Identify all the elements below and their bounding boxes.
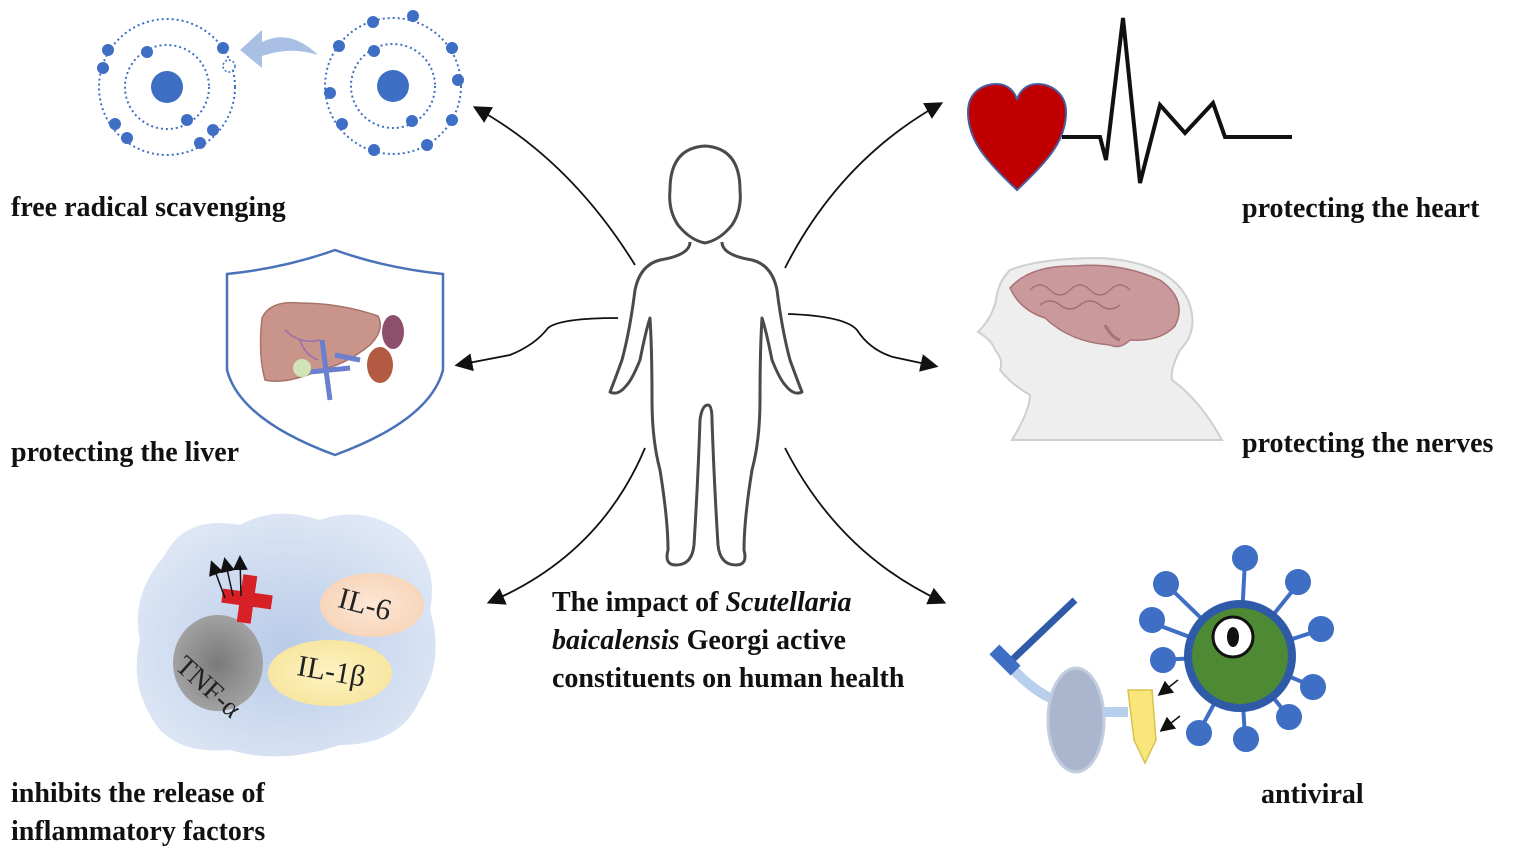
label-protecting-nerves: protecting the nerves bbox=[1242, 428, 1494, 459]
label-inflammation-line1: inhibits the release of bbox=[11, 778, 265, 809]
atom-left bbox=[97, 18, 236, 156]
center-title-species: Scutellaria baicalensis bbox=[552, 587, 852, 656]
connector-arrows bbox=[454, 102, 947, 605]
cross-icon bbox=[221, 574, 273, 624]
atom-right bbox=[324, 10, 464, 156]
nerves-illustration bbox=[976, 256, 1224, 441]
il1b-bubble bbox=[268, 640, 392, 706]
free-radical-illustration bbox=[97, 10, 464, 156]
arrow-to-antiviral bbox=[784, 447, 947, 605]
label-protecting-liver: protecting the liver bbox=[11, 437, 240, 468]
label-free-radical-scavenging: free radical scavenging bbox=[11, 192, 286, 223]
syringe-icon bbox=[989, 597, 1157, 774]
brain-icon bbox=[1009, 264, 1180, 348]
ecg-line bbox=[1062, 17, 1292, 184]
il6-bubble bbox=[320, 573, 424, 637]
release-arrows-icon bbox=[209, 555, 248, 599]
heart-icon bbox=[966, 82, 1068, 192]
tnf-alpha-bubble bbox=[173, 615, 263, 711]
inflammation-illustration bbox=[136, 513, 436, 757]
arrow-to-inflammation bbox=[486, 447, 646, 605]
liver-illustration bbox=[225, 248, 445, 457]
center-title: The impact of Scutellaria baicalensis Ge… bbox=[552, 584, 912, 698]
arrow-to-nerves bbox=[787, 313, 939, 372]
arrow-to-free-radical bbox=[472, 106, 636, 266]
center-title-part1: The impact of bbox=[552, 587, 726, 618]
label-inflammation-line2: inflammatory factors bbox=[11, 816, 266, 847]
kidney-icon bbox=[382, 315, 404, 349]
heart-illustration bbox=[966, 17, 1292, 192]
electron-transfer-arrow bbox=[240, 30, 318, 68]
label-antiviral: antiviral bbox=[1261, 779, 1364, 810]
center-title-part2: Georgi active constituents on human heal… bbox=[552, 625, 905, 694]
drug-capsule bbox=[1127, 689, 1157, 765]
human-silhouette bbox=[608, 144, 804, 567]
antiviral-illustration bbox=[989, 545, 1334, 774]
arrow-to-liver bbox=[454, 317, 619, 372]
arrow-to-heart bbox=[784, 102, 944, 269]
label-protecting-heart: protecting the heart bbox=[1242, 193, 1480, 224]
